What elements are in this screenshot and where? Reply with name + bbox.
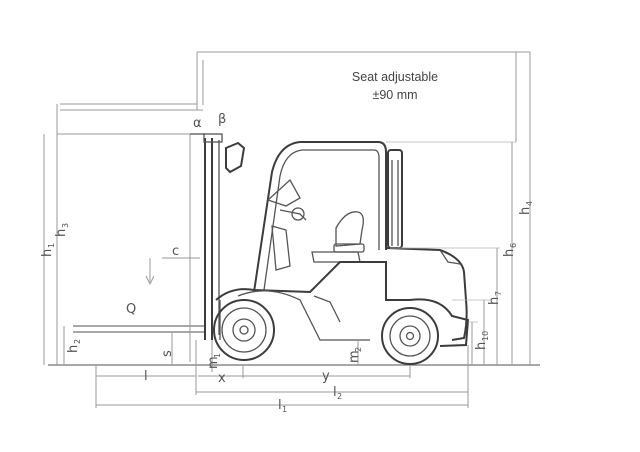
chassis (215, 261, 470, 347)
label-m2-sub: 2 (354, 347, 363, 352)
label-h4-main: h (518, 207, 533, 215)
length-dimension-lines (95, 340, 469, 408)
label-h3-main: h (54, 229, 69, 237)
label-l1-main: l (278, 398, 282, 413)
label-h6: h 6 (502, 243, 518, 257)
left-height-lines (43, 134, 173, 365)
label-h10-sub: 10 (481, 331, 490, 341)
overhead-guard (253, 141, 387, 293)
label-h6-sub: 6 (509, 243, 518, 248)
label-h4: h 4 (518, 201, 534, 215)
label-alpha: α (193, 116, 202, 131)
label-m1: m 1 (206, 353, 222, 369)
seat (311, 211, 365, 263)
label-m1-main: m (206, 356, 221, 369)
seat-note-line1: Seat adjustable (352, 70, 438, 84)
label-l2-sub: 2 (337, 392, 342, 401)
front-wheel (213, 299, 275, 361)
label-m2-main: m (347, 350, 362, 363)
label-h3: h 3 (54, 223, 70, 237)
label-h10: h 10 (474, 331, 490, 350)
label-m1-sub: 1 (213, 353, 222, 358)
label-Q: Q (126, 302, 136, 317)
extended-mast-outline (56, 51, 531, 365)
label-h3-sub: 3 (61, 223, 70, 228)
label-l1-sub: 1 (282, 405, 287, 414)
label-c: c (172, 244, 179, 259)
load-outline (57, 133, 205, 333)
label-x: x (218, 371, 226, 386)
label-m2: m 2 (347, 347, 363, 363)
rear-wheel (381, 307, 439, 365)
label-l2-main: l (333, 385, 337, 400)
label-h7: h 7 (487, 291, 503, 305)
seat-note-line2: ±90 mm (372, 88, 417, 102)
label-l2: l 2 (333, 385, 342, 401)
mast (189, 133, 246, 362)
label-h1-sub: 1 (47, 243, 56, 248)
label-h1: h 1 (40, 243, 56, 257)
height-dimension-lines (386, 52, 517, 365)
label-h2: h 2 (66, 339, 82, 353)
label-h6-main: h (502, 249, 517, 257)
label-h7-main: h (487, 297, 502, 305)
label-l: l (144, 369, 148, 384)
label-beta: β (218, 112, 226, 127)
label-h4-sub: 4 (525, 201, 534, 206)
label-h1-main: h (40, 249, 55, 257)
label-h2-sub: 2 (73, 339, 82, 344)
label-h7-sub: 7 (494, 291, 503, 296)
label-l1: l 1 (278, 398, 287, 414)
label-h10-main: h (474, 342, 489, 350)
label-s: s (160, 350, 175, 357)
label-y: y (322, 369, 330, 384)
label-h2-main: h (66, 345, 81, 353)
